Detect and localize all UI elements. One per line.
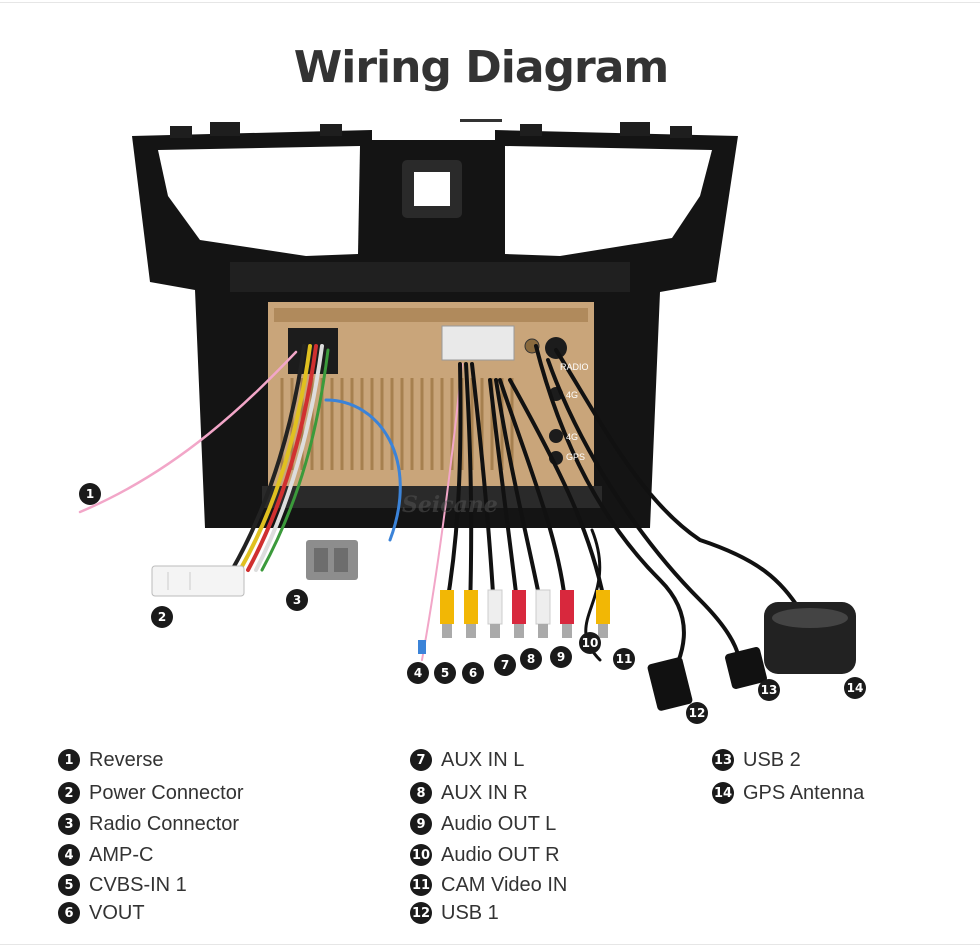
gps-antenna	[764, 602, 856, 674]
callout-13: 13	[758, 679, 780, 701]
legend-item: 2 Power Connector	[58, 780, 244, 806]
title-underline	[460, 119, 502, 122]
callout-5: 5	[434, 662, 456, 684]
legend-item: 5 CVBS-IN 1	[58, 872, 187, 898]
legend-label: AUX IN L	[441, 748, 525, 771]
legend-number: 13	[712, 749, 734, 771]
legend-number: 5	[58, 874, 80, 896]
callout-8: 8	[520, 648, 542, 670]
legend-number: 2	[58, 782, 80, 804]
legend-label: AMP-C	[89, 843, 154, 866]
wire-harness	[78, 344, 802, 682]
legend-number: 6	[58, 902, 80, 924]
legend-item: 7 AUX IN L	[410, 747, 524, 773]
top-divider	[0, 2, 980, 3]
legend-label: CAM Video IN	[441, 873, 568, 896]
legend-number: 9	[410, 813, 432, 835]
legend-label: Power Connector	[89, 781, 244, 804]
legend-label: AUX IN R	[441, 781, 528, 804]
4g-port-label-2: 4G	[566, 432, 578, 442]
legend-label: USB 1	[441, 901, 499, 924]
radio-port-label: RADIO	[560, 362, 589, 372]
legend-item: 6 VOUT	[58, 900, 145, 926]
legend-number: 1	[58, 749, 80, 771]
callout-2: 2	[151, 606, 173, 628]
radio-connector	[306, 540, 358, 580]
legend-item: 9 Audio OUT L	[410, 811, 556, 837]
gps-port-label: GPS	[566, 452, 585, 462]
legend-number: 10	[410, 844, 432, 866]
legend-item: 10 Audio OUT R	[410, 842, 560, 868]
usb-connectors	[647, 647, 767, 711]
legend-item: 14 GPS Antenna	[712, 780, 864, 806]
legend-label: USB 2	[743, 748, 801, 771]
legend-label: GPS Antenna	[743, 781, 865, 804]
callout-6: 6	[462, 662, 484, 684]
callout-4: 4	[407, 662, 429, 684]
legend-item: 11 CAM Video IN	[410, 872, 567, 898]
callout-9: 9	[550, 646, 572, 668]
legend-item: 1 Reverse	[58, 747, 163, 773]
bottom-divider	[0, 944, 980, 945]
legend-label: Reverse	[89, 748, 164, 771]
legend-label: Radio Connector	[89, 812, 240, 835]
legend-number: 8	[410, 782, 432, 804]
callout-7: 7	[494, 654, 516, 676]
callout-14: 14	[844, 677, 866, 699]
legend-label: Audio OUT R	[441, 843, 560, 866]
wiring-illustration: RADIO 4G 4G GPS Seicane	[78, 122, 856, 711]
legend-item: 13 USB 2	[712, 747, 801, 773]
brand-watermark: Seicane	[402, 492, 498, 518]
legend-item: 12 USB 1	[410, 900, 499, 926]
callout-10: 10	[579, 632, 601, 654]
legend-number: 14	[712, 782, 734, 804]
4g-port-label: 4G	[566, 390, 578, 400]
legend-label: CVBS-IN 1	[89, 873, 187, 896]
callout-11: 11	[613, 648, 635, 670]
legend-label: VOUT	[89, 901, 145, 924]
legend-number: 11	[410, 874, 432, 896]
legend-item: 4 AMP-C	[58, 842, 153, 868]
legend-item: 8 AUX IN R	[410, 780, 528, 806]
rca-plugs	[418, 589, 610, 654]
legend-item: 3 Radio Connector	[58, 811, 239, 837]
power-connector	[151, 565, 245, 597]
legend-number: 3	[58, 813, 80, 835]
callout-12: 12	[686, 702, 708, 724]
callout-3: 3	[286, 589, 308, 611]
legend-number: 4	[58, 844, 80, 866]
legend-number: 12	[410, 902, 432, 924]
legend-number: 7	[410, 749, 432, 771]
legend-label: Audio OUT L	[441, 812, 557, 835]
page-title: Wiring Diagram	[293, 42, 670, 93]
callout-1: 1	[79, 483, 101, 505]
